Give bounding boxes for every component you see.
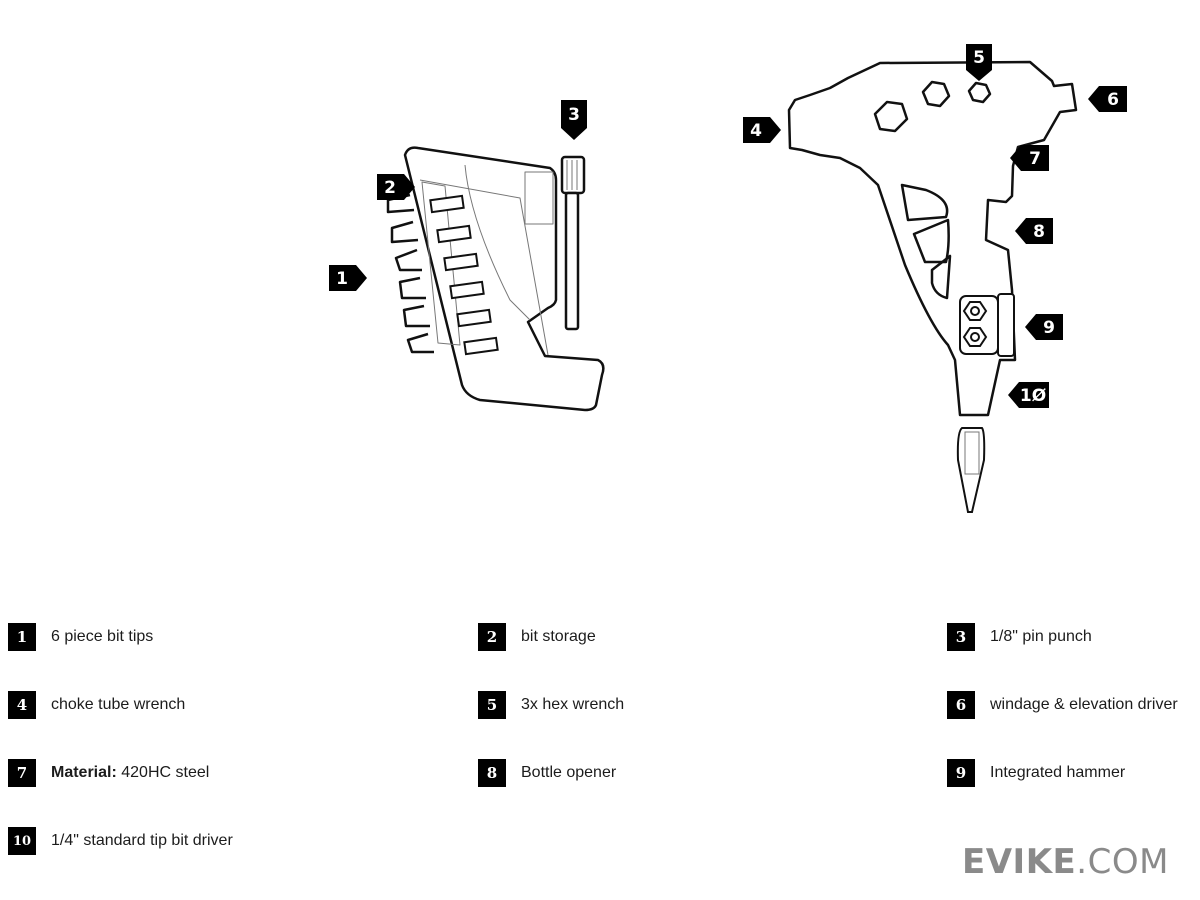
bit-storage-handle (403, 146, 605, 412)
callout-9: 9 (1025, 314, 1063, 340)
legend-item-6: 6 windage & elevation driver (947, 690, 1178, 720)
legend-label: choke tube wrench (51, 696, 186, 713)
bit-tips (386, 193, 434, 354)
callout-8: 8 (1015, 218, 1053, 244)
callout-1: 1 (329, 265, 367, 291)
svg-text:5: 5 (973, 48, 985, 68)
svg-text:3: 3 (568, 105, 580, 125)
legend-item-10: 10 1/4" standard tip bit driver (8, 826, 233, 856)
legend-label: bit storage (521, 628, 596, 645)
legend-item-4: 4 choke tube wrench (8, 690, 185, 720)
legend-label-bold: Material: (51, 764, 117, 781)
svg-text:9: 9 (1043, 318, 1055, 338)
legend-item-8: 8 Bottle opener (478, 758, 616, 788)
legend-badge: 2 (478, 623, 506, 651)
legend-item-5: 5 3x hex wrench (478, 690, 624, 720)
svg-text:2: 2 (384, 178, 396, 198)
multitool-body (787, 60, 1078, 417)
legend-badge: 1 (8, 623, 36, 651)
callout-6: 6 (1088, 86, 1127, 112)
legend-label: windage & elevation driver (990, 696, 1178, 713)
legend-badge: 9 (947, 759, 975, 787)
legend-badge: 7 (8, 759, 36, 787)
legend-badge: 10 (8, 827, 36, 855)
legend-label: 1/4" standard tip bit driver (51, 832, 233, 849)
legend-item-1: 1 6 piece bit tips (8, 622, 153, 652)
legend-label-rest: 420HC steel (116, 764, 210, 781)
legend-label: 6 piece bit tips (51, 628, 154, 645)
legend-badge: 4 (8, 691, 36, 719)
callout-2: 2 (377, 174, 415, 200)
legend-item-3: 3 1/8" pin punch (947, 622, 1092, 652)
legend-badge: 3 (947, 623, 975, 651)
logo-tld: .COM (1076, 842, 1169, 882)
tool-diagram: 1 2 3 4 5 6 7 8 9 1Ø (329, 44, 1127, 513)
callout-3: 3 (561, 100, 587, 140)
legend-label: Material: 420HC steel (51, 764, 209, 782)
driver-bit (956, 427, 986, 513)
callout-7: 7 (1010, 145, 1049, 171)
callout-5: 5 (966, 44, 992, 81)
legend-badge: 6 (947, 691, 975, 719)
legend-badge: 5 (478, 691, 506, 719)
legend-item-9: 9 Integrated hammer (947, 758, 1125, 788)
callout-10: 1Ø (1008, 382, 1049, 408)
callout-4: 4 (743, 117, 781, 143)
legend-item-7: 7 Material: 420HC steel (8, 758, 209, 788)
svg-text:1: 1 (336, 269, 348, 289)
evike-logo: EVIKE.COM (962, 842, 1169, 882)
legend-item-2: 2 bit storage (478, 622, 596, 652)
svg-text:4: 4 (750, 121, 762, 141)
bit-slots (429, 194, 499, 356)
hammer-head (959, 293, 1015, 357)
logo-brand: EVIKE (962, 842, 1077, 882)
pin-punch (560, 155, 586, 331)
legend-label: Bottle opener (521, 764, 617, 781)
svg-text:8: 8 (1033, 222, 1045, 242)
legend-label: 1/8" pin punch (990, 628, 1092, 645)
svg-text:7: 7 (1029, 149, 1041, 169)
legend-badge: 8 (478, 759, 506, 787)
legend-label: 3x hex wrench (521, 696, 625, 713)
svg-text:1Ø: 1Ø (1020, 386, 1046, 406)
svg-text:6: 6 (1107, 90, 1119, 110)
legend-label: Integrated hammer (990, 764, 1126, 781)
